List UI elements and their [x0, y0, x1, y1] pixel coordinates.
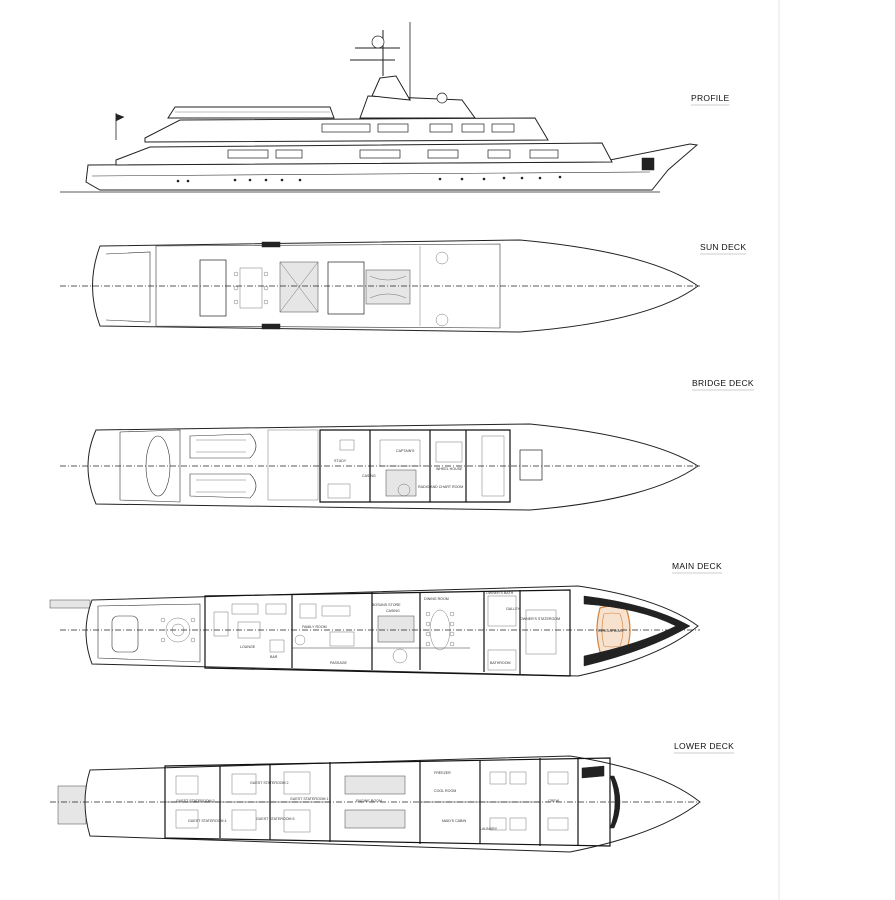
- bridgedeck-hull: [87, 423, 699, 511]
- bridge-aft-deck: [119, 429, 181, 503]
- bridge-deck-label: BRIDGE DECK: [692, 378, 754, 388]
- owners-stateroom-label: OWNER'S STATEROOM: [520, 617, 560, 621]
- guest-1-label: GUEST STATEROOM 1: [290, 797, 329, 801]
- wheel-house-console: [435, 441, 463, 463]
- profile-view: PROFILE: [60, 22, 730, 193]
- profile-portholes: [176, 175, 562, 183]
- sun-deck-label: SUN DECK: [700, 242, 746, 252]
- guest-3-label: GUEST STATEROOM 3: [176, 799, 215, 803]
- casing-label: CASING: [362, 474, 376, 478]
- davit-stbd: [435, 313, 449, 327]
- rescue-boat-label: RESCUE BOAT: [598, 629, 624, 633]
- hatch-x: [279, 261, 319, 313]
- guest-4-label: GUEST STATEROOM 4: [188, 819, 227, 823]
- profile-hull: [85, 143, 699, 191]
- guest-2-label: GUEST STATEROOM 2: [250, 781, 289, 785]
- lower-deck-plan: GUEST STATEROOM 2 GUEST STATEROOM 1 GUES…: [50, 741, 735, 853]
- family-room-label: FAMILY ROOM: [302, 625, 327, 629]
- sundeck-aft-deck: [105, 251, 151, 323]
- freezer-label: FREEZER: [434, 771, 451, 775]
- family-room-furniture: [294, 603, 355, 647]
- davit-port: [435, 251, 449, 265]
- forepeak-store: [581, 765, 605, 779]
- lowerdeck-hull: [84, 755, 701, 853]
- study-sofa: [327, 483, 351, 499]
- satcom-dome-aft: [436, 92, 448, 104]
- crew-cabins: [489, 771, 569, 831]
- profile-wheelhouse: [359, 95, 476, 119]
- main-bulkheads: [291, 590, 521, 674]
- main-house-wall: [204, 589, 571, 677]
- bridge-void: [267, 429, 319, 501]
- dining-label: DINING ROOM: [424, 597, 449, 601]
- tender-stbd: [189, 473, 257, 499]
- sun-deck-plan: SUN DECK: [60, 239, 747, 333]
- captains-cabin: [379, 439, 421, 467]
- aft-sofa: [111, 615, 139, 653]
- passage-label: PASSAGE: [330, 661, 348, 665]
- radio-label: RADIO AND CHART ROOM: [418, 485, 463, 489]
- bridge-stair: [397, 483, 411, 497]
- main-casing-label: CASING: [386, 609, 400, 613]
- profile-sundeck: [167, 106, 335, 119]
- lower-deck-wall: [164, 757, 611, 847]
- flag: [115, 113, 125, 122]
- lower-deck-label: LOWER DECK: [674, 741, 734, 751]
- lounge-label: LOUNGE: [240, 645, 256, 649]
- engine-room: [344, 775, 406, 829]
- main-bathroom: [487, 649, 517, 671]
- laundry-label: LAUNDRY: [480, 827, 498, 831]
- guest-beds: [175, 771, 311, 833]
- anchor-pocket: [641, 157, 655, 171]
- tender-port: [189, 433, 257, 459]
- lounge-furniture: [213, 603, 287, 653]
- study-label: STUDY: [334, 459, 347, 463]
- sunpad: [199, 259, 227, 317]
- crew-label: CREW: [548, 799, 560, 803]
- aft-cockpit: [97, 603, 201, 663]
- bathroom-label: BATHROOM: [490, 661, 511, 665]
- stair-stbd: [261, 323, 281, 330]
- owners-bath: [487, 595, 517, 627]
- sundeck-bar: [327, 261, 365, 315]
- bar-label: BAR: [270, 655, 278, 659]
- main-casing: [377, 615, 415, 643]
- sundeck-house: [155, 243, 501, 329]
- mast-base: [519, 449, 543, 481]
- owners-bath-label: OWNER'S BATH: [486, 591, 514, 595]
- main-stair: [392, 648, 408, 664]
- foredeck-bulwark: [583, 595, 691, 667]
- engine-room-label: ENGINE ROOM: [356, 799, 382, 803]
- galley-label: GALLEY: [506, 607, 521, 611]
- rubrail: [91, 171, 651, 177]
- captains-label: CAPTAIN'S: [396, 449, 415, 453]
- owners-bed: [525, 609, 557, 655]
- bridge-deck-plan: STUDY CAPTAIN'S CASING WHEEL HOUSE RADIO…: [60, 378, 754, 511]
- main-deck-label: MAIN DECK: [672, 561, 722, 571]
- study-desk: [339, 439, 355, 451]
- bosuns-store-label: BOSUNS STORE: [372, 603, 401, 607]
- maids-cabin-label: MAID'S CABIN: [442, 819, 466, 823]
- bridge-casing: [385, 469, 417, 497]
- cool-room-label: COOL ROOM: [434, 789, 456, 793]
- bridge-house-wall: [319, 429, 511, 503]
- passerelle: [49, 599, 91, 609]
- profile-label: PROFILE: [691, 93, 730, 103]
- sundeck-pool: [365, 269, 411, 305]
- main-deck-plan: LOUNGE BAR FAMILY ROOM BOSUNS STORE CASI…: [49, 561, 722, 677]
- guest-5-label: GUEST STATEROOM 5: [256, 817, 295, 821]
- stair-port: [261, 241, 281, 248]
- profile-radar-arch: [371, 75, 411, 101]
- swim-platform: [57, 785, 87, 825]
- satcom-dome: [371, 35, 385, 49]
- profile-windows: [227, 123, 559, 159]
- wheelhouse-label: WHEEL HOUSE: [436, 467, 463, 471]
